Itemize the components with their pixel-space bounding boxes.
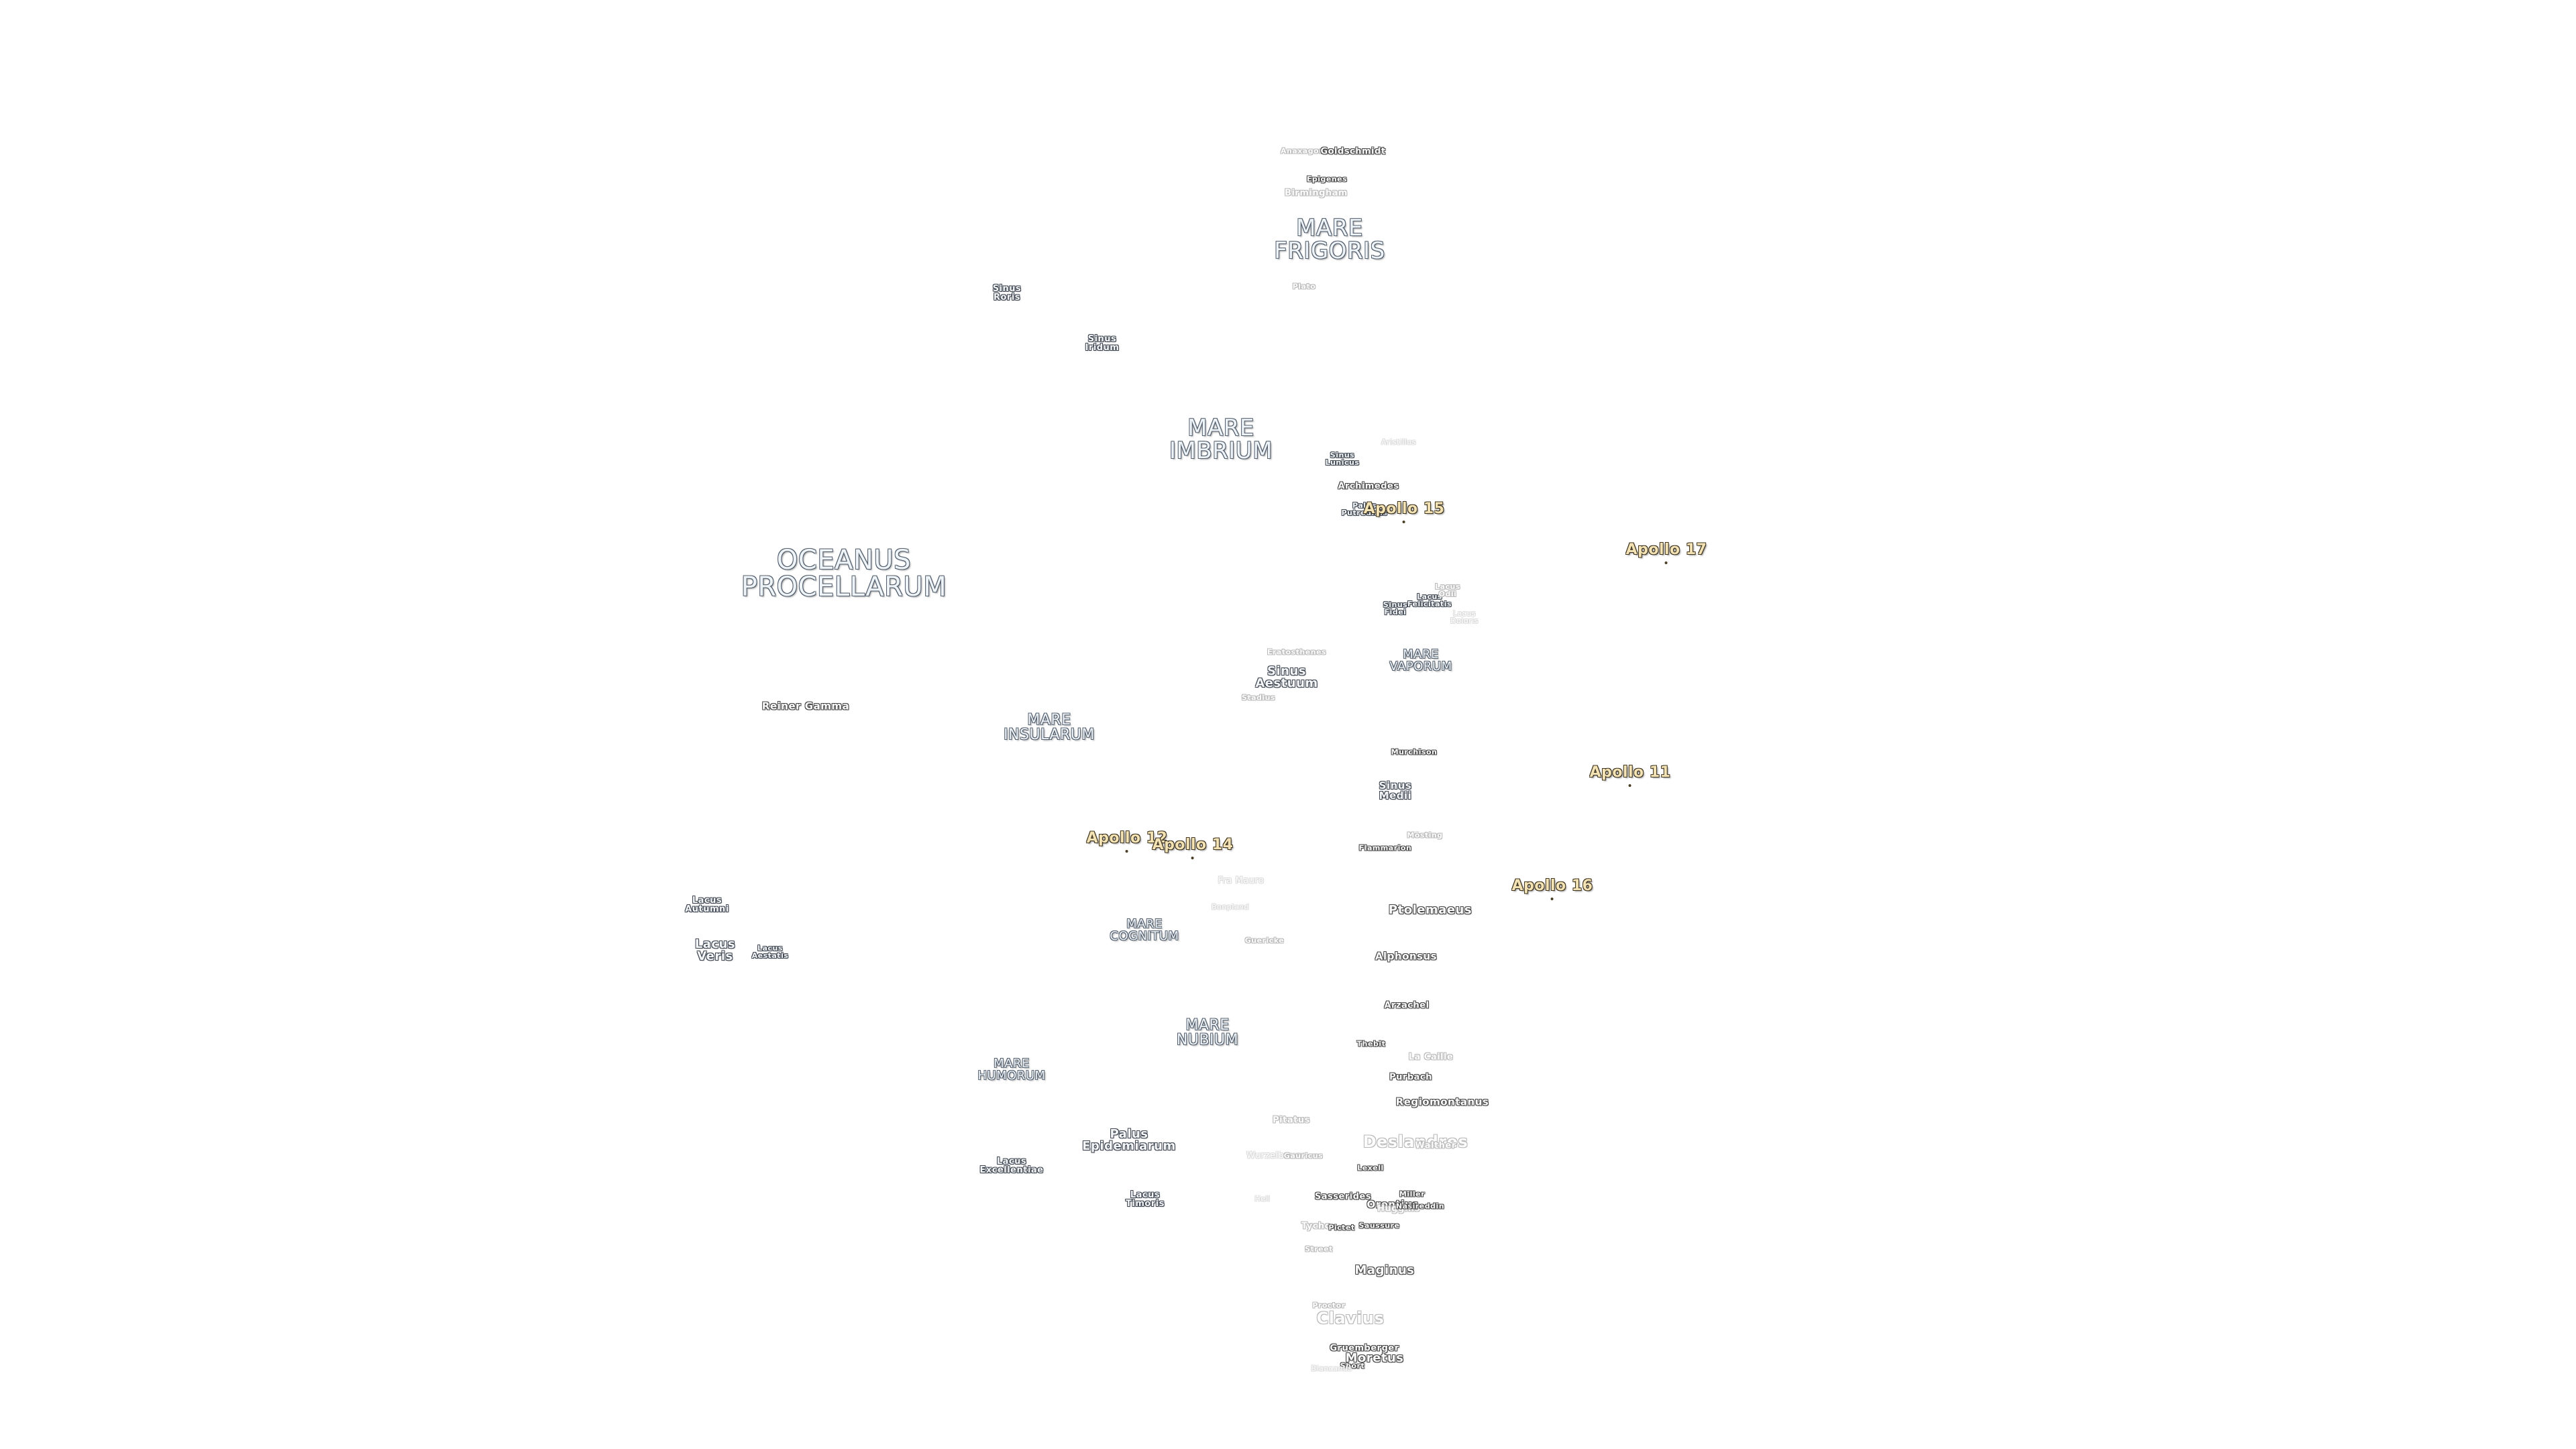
label-crater-murchison[interactable]: Murchison — [1391, 747, 1438, 757]
label-lacus-doloris[interactable]: Lacus Doloris — [1450, 609, 1479, 625]
label-crater-gauricus[interactable]: Gauricus — [1283, 1151, 1324, 1161]
label-crater-anaxagoras[interactable]: Anaxagoras — [1280, 146, 1334, 156]
label-crater-maginus[interactable]: Maginus — [1354, 1263, 1415, 1277]
label-crater-short[interactable]: Short — [1340, 1361, 1365, 1371]
label-lacus-aestatis[interactable]: Lacus Aestatis — [751, 944, 789, 960]
label-crater-regiomontanus[interactable]: Regiomontanus — [1395, 1095, 1489, 1108]
label-crater-plato[interactable]: Plato — [1292, 282, 1316, 291]
label-mare-nubium[interactable]: MARE NUBIUM — [1176, 1017, 1239, 1049]
label-crater-epigenes[interactable]: Epigenes — [1306, 174, 1348, 184]
label-crater-birmingham[interactable]: Birmingham — [1285, 188, 1348, 199]
label-crater-orontius[interactable]: Orontius — [1366, 1198, 1419, 1211]
label-crater-clavius[interactable]: Clavius — [1316, 1309, 1385, 1328]
label-crater-bonpland[interactable]: Bonpland — [1212, 902, 1249, 912]
label-crater-purbach[interactable]: Purbach — [1389, 1072, 1432, 1083]
label-crater-archimedes[interactable]: Archimedes — [1338, 481, 1399, 492]
label-sinus-iridum[interactable]: Sinus Iridum — [1085, 334, 1120, 353]
label-mare-cognitum[interactable]: MARE COGNITUM — [1110, 917, 1179, 943]
label-mare-insularum[interactable]: MARE INSULARUM — [1004, 712, 1095, 743]
label-mare-imbrium[interactable]: MARE IMBRIUM — [1169, 415, 1273, 464]
label-apollo-17[interactable]: Apollo 17 — [1625, 541, 1707, 564]
label-crater-la-caille[interactable]: La Caille — [1408, 1052, 1454, 1063]
label-crater-flammarion[interactable]: Flammarion — [1358, 843, 1412, 853]
label-crater-alphonsus[interactable]: Alphonsus — [1375, 950, 1438, 963]
label-lacus-autumni[interactable]: Lacus Autumni — [685, 896, 729, 914]
label-oceanus-procellarum[interactable]: OCEANUS PROCELLARUM — [741, 545, 947, 602]
label-crater-huggins[interactable]: Huggins — [1377, 1203, 1420, 1214]
label-sinus-medii[interactable]: Sinus Medii — [1379, 780, 1412, 802]
label-apollo-12[interactable]: Apollo 12 — [1086, 830, 1168, 853]
label-crater-deslandres[interactable]: Deslandres — [1362, 1132, 1468, 1151]
label-sinus-roris[interactable]: Sinus Roris — [992, 284, 1022, 303]
label-crater-eratosthenes[interactable]: Eratosthenes — [1267, 647, 1327, 657]
label-crater-tycho[interactable]: Tycho — [1301, 1221, 1332, 1232]
label-crater-street[interactable]: Street — [1305, 1244, 1333, 1254]
label-reiner-gamma[interactable]: Reiner Gamma — [761, 700, 850, 712]
label-crater-blancanus[interactable]: Blancanus — [1311, 1364, 1352, 1373]
label-lacus-felicitatis[interactable]: Lacus Felicitatis — [1407, 592, 1452, 608]
label-crater-pictet[interactable]: Pictet — [1328, 1223, 1355, 1232]
label-sinus-fidei[interactable]: Sinus Fidei — [1383, 600, 1408, 616]
label-mare-frigoris[interactable]: MARE FRIGORIS — [1274, 215, 1385, 264]
label-crater-hell[interactable]: Hell — [1254, 1194, 1271, 1203]
label-apollo-14[interactable]: Apollo 14 — [1152, 837, 1234, 859]
label-lacus-veris[interactable]: Lacus Veris — [694, 937, 736, 963]
label-crater-moretus[interactable]: Moretus — [1345, 1351, 1404, 1365]
label-crater-guericke[interactable]: Guericke — [1244, 936, 1285, 945]
label-mare-vaporum[interactable]: MARE VAPORUM — [1389, 647, 1452, 674]
label-crater-walther[interactable]: Walther — [1415, 1140, 1456, 1151]
label-mare-humorum[interactable]: MARE HUMORUM — [977, 1057, 1046, 1083]
label-crater-pitatus[interactable]: Pitatus — [1273, 1115, 1310, 1126]
label-lacus-odii[interactable]: Lacus Odii — [1435, 582, 1460, 598]
label-palus-epidemiarum[interactable]: Palus Epidemiarum — [1082, 1127, 1176, 1153]
label-crater-arzachel[interactable]: Arzachel — [1384, 1000, 1430, 1011]
label-crater-ptolemaeus[interactable]: Ptolemaeus — [1388, 903, 1472, 917]
label-crater-gruemberger[interactable]: Gruemberger — [1330, 1343, 1399, 1354]
label-crater-thebit[interactable]: Thebit — [1356, 1039, 1386, 1049]
label-apollo-11[interactable]: Apollo 11 — [1589, 764, 1671, 787]
label-lacus-excellentiae[interactable]: Lacus Excellentiae — [979, 1157, 1044, 1175]
label-crater-wurzelbauer[interactable]: Wurzelbauer — [1246, 1150, 1305, 1161]
label-crater-aristillus[interactable]: Aristillus — [1381, 437, 1417, 447]
label-apollo-15[interactable]: Apollo 15 — [1363, 500, 1445, 523]
label-apollo-16[interactable]: Apollo 16 — [1511, 877, 1593, 900]
label-sinus-lunicus[interactable]: Sinus Lunicus — [1325, 451, 1360, 467]
label-crater-sasserides[interactable]: Sasserides — [1314, 1191, 1372, 1202]
label-crater-saussure[interactable]: Saussure — [1358, 1221, 1400, 1230]
label-crater-mosting[interactable]: Mösting — [1407, 830, 1443, 840]
label-crater-proctor[interactable]: Proctor — [1312, 1301, 1346, 1310]
label-lacus-timoris[interactable]: Lacus Timoris — [1126, 1190, 1165, 1209]
label-crater-goldschmidt[interactable]: Goldschmidt — [1320, 146, 1386, 157]
label-crater-stadius[interactable]: Stadius — [1241, 693, 1276, 702]
label-sinus-aestuum[interactable]: Sinus Aestuum — [1255, 664, 1318, 690]
label-crater-miller[interactable]: Miller — [1399, 1189, 1426, 1199]
label-crater-nasireddin[interactable]: Nasireddin — [1395, 1201, 1445, 1211]
label-palus-putredinis[interactable]: Palus Putredinis — [1341, 501, 1388, 517]
label-crater-fra-mauro[interactable]: Fra Mauro — [1218, 875, 1265, 886]
label-crater-lexell[interactable]: Lexell — [1357, 1163, 1384, 1173]
